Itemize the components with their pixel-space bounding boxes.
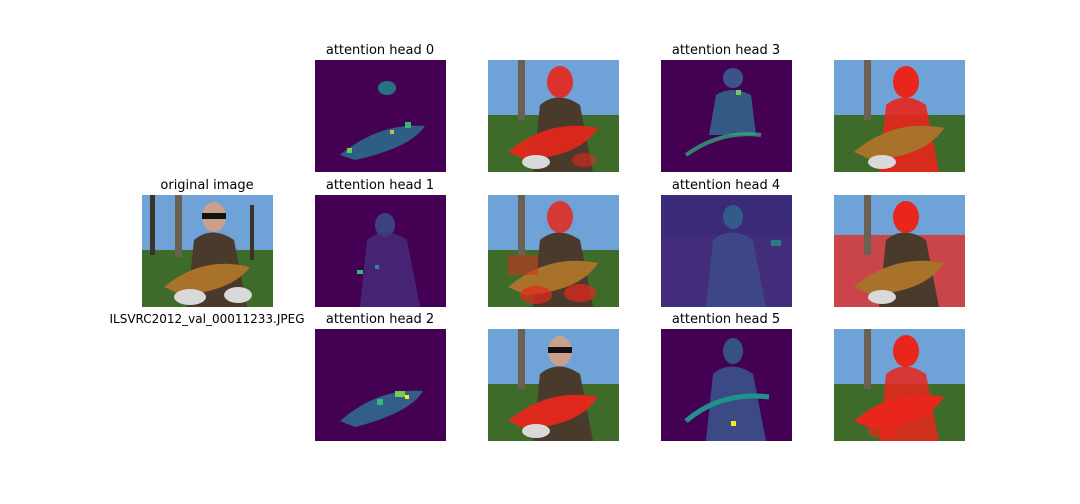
head-2-title: attention head 2 bbox=[325, 312, 435, 327]
attention-overlay-5 bbox=[834, 329, 965, 441]
attention-overlay-0 bbox=[488, 60, 619, 172]
original-image-title: original image bbox=[160, 178, 254, 193]
attention-overlay-1 bbox=[488, 195, 619, 307]
head-1-title: attention head 1 bbox=[325, 178, 435, 193]
head-3-title: attention head 3 bbox=[671, 43, 781, 58]
attention-overlay-3 bbox=[834, 60, 965, 172]
attention-heatmap-1 bbox=[315, 195, 446, 307]
head-0-title: attention head 0 bbox=[325, 43, 435, 58]
attention-overlay-2 bbox=[488, 329, 619, 441]
attention-heatmap-3 bbox=[661, 60, 792, 172]
attention-heatmap-2 bbox=[315, 329, 446, 441]
attention-heatmap-5 bbox=[661, 329, 792, 441]
image-filename: ILSVRC2012_val_00011233.JPEG bbox=[109, 312, 305, 326]
attention-heatmap-0 bbox=[315, 60, 446, 172]
head-5-title: attention head 5 bbox=[671, 312, 781, 327]
original-image bbox=[142, 195, 273, 307]
attention-overlay-4 bbox=[834, 195, 965, 307]
head-4-title: attention head 4 bbox=[671, 178, 781, 193]
attention-heatmap-4 bbox=[661, 195, 792, 307]
